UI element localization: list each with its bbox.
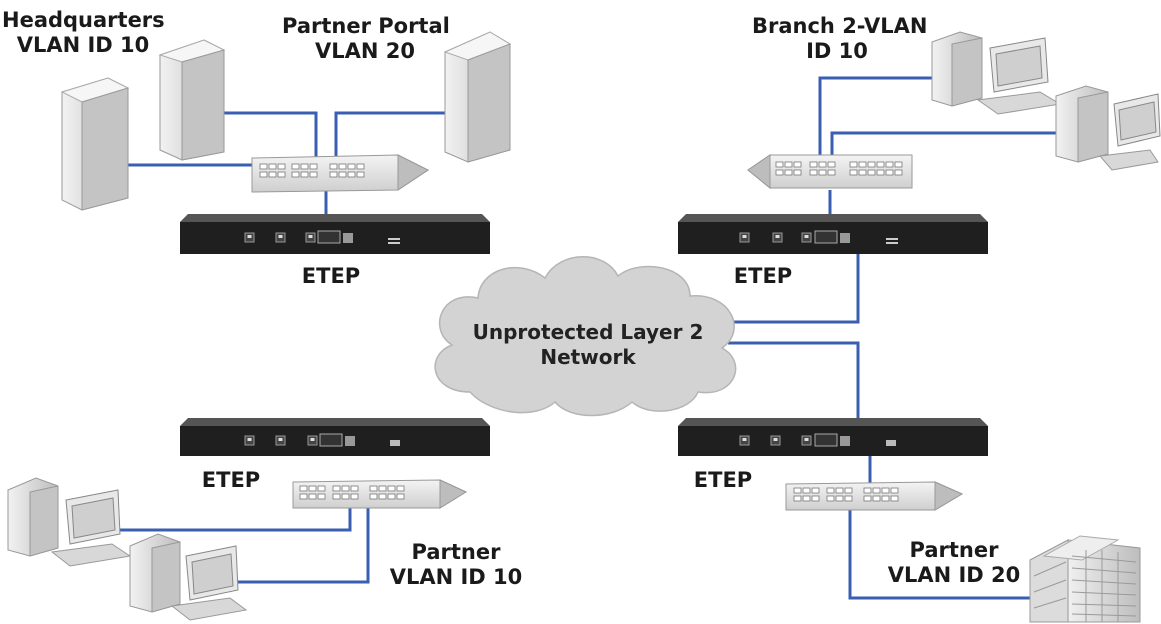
label-cloud-line1: Unprotected Layer 2 <box>472 320 704 344</box>
label-etep-text: ETEP <box>733 264 793 288</box>
link-switch-building <box>848 500 1030 600</box>
switch-icon <box>785 481 964 511</box>
label-partner-vlan20-line2: VLAN ID 20 <box>887 563 1021 587</box>
label-partner-portal: Partner Portal VLAN 20 <box>282 14 450 64</box>
label-branch2-line1: Branch 2-VLAN <box>752 14 928 38</box>
switch-icon <box>251 154 429 193</box>
link-bl-pc-2 <box>230 502 370 584</box>
label-partner-portal-line2: VLAN 20 <box>315 39 415 63</box>
etep-appliance-icon <box>678 418 988 456</box>
pc-icon <box>1055 85 1161 171</box>
pc-icon <box>7 477 132 567</box>
link-cloud-etep-br <box>728 341 860 418</box>
label-partner-vlan20: Partner VLAN ID 20 <box>876 538 1032 588</box>
label-partner-vlan10-line1: Partner <box>411 540 501 564</box>
link-bl-pc-1 <box>112 502 352 532</box>
label-partner-portal-line1: Partner Portal <box>282 14 450 38</box>
switch-icon <box>292 479 468 509</box>
pc-icon <box>129 533 248 621</box>
link-branch-pc-1 <box>818 76 935 160</box>
server-icon <box>443 31 512 163</box>
building-icon <box>1029 535 1141 623</box>
label-etep-text: ETEP <box>693 468 753 492</box>
etep-appliance-icon <box>180 214 490 254</box>
label-headquarters: Headquarters VLAN ID 10 <box>2 8 165 58</box>
server-icon <box>158 39 226 161</box>
label-branch2: Branch 2-VLAN ID 10 <box>752 14 928 64</box>
link-cloud-etep-tr <box>720 254 860 324</box>
label-headquarters-line2: VLAN ID 10 <box>16 33 150 57</box>
etep-appliance-icon <box>180 418 490 456</box>
label-etep-text: ETEP <box>201 468 261 492</box>
label-etep-bottom-right: ETEP <box>688 468 758 493</box>
pc-icon <box>931 31 1062 115</box>
label-etep-top-left: ETEP <box>296 264 366 289</box>
label-partner-vlan10-line2: VLAN ID 10 <box>389 565 523 589</box>
label-etep-bottom-left: ETEP <box>196 468 266 493</box>
label-cloud: Unprotected Layer 2 Network <box>458 320 718 370</box>
label-branch2-line2: ID 10 <box>806 39 868 63</box>
label-headquarters-line1: Headquarters <box>2 8 165 32</box>
cloud-icon <box>434 256 737 417</box>
link-branch-pc-2 <box>830 131 1062 160</box>
label-etep-top-right: ETEP <box>728 264 798 289</box>
label-etep-text: ETEP <box>301 264 361 288</box>
etep-appliance-icon <box>678 214 988 254</box>
label-partner-vlan20-line1: Partner <box>909 538 999 562</box>
switch-icon <box>747 154 913 190</box>
network-links <box>112 76 1062 600</box>
server-icon <box>60 77 130 211</box>
label-partner-vlan10: Partner VLAN ID 10 <box>378 540 534 590</box>
label-cloud-line2: Network <box>540 345 636 369</box>
